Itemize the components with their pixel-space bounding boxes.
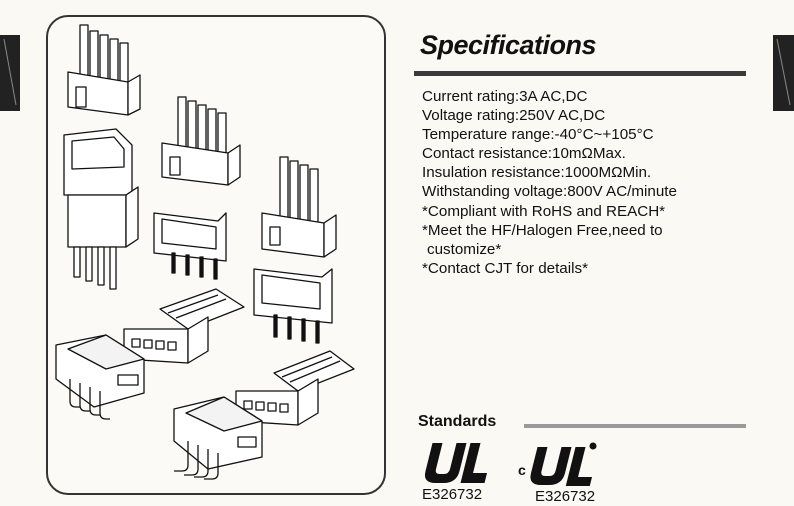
spec-item: *Meet the HF/Halogen Free,need to xyxy=(422,221,663,239)
cul-file-number: E326732 xyxy=(535,488,596,505)
horizontal-housing-icon xyxy=(123,288,245,364)
title-divider xyxy=(414,71,746,76)
spec-item: customize* xyxy=(427,240,502,258)
standards-divider xyxy=(524,424,746,428)
crimp-housing-icon xyxy=(63,128,139,290)
page-edge-tab-left xyxy=(0,35,20,111)
right-angle-header-icon xyxy=(55,334,145,420)
spec-item: Contact resistance:10mΩMax. xyxy=(422,145,626,163)
spec-item: *Compliant with RoHS and REACH* xyxy=(422,202,666,220)
ul-file-number: E326732 xyxy=(422,486,483,503)
spec-item: Temperature range:-40°C~+105°C xyxy=(422,126,654,144)
pin-header-icon xyxy=(253,268,333,344)
spec-item: *Contact CJT for details* xyxy=(422,259,589,277)
connector-illustration-panel xyxy=(46,15,386,495)
housing-with-wires-icon xyxy=(161,96,241,186)
cul-prefix: c xyxy=(518,462,526,478)
horizontal-housing-icon xyxy=(235,350,355,426)
spec-item: Current rating:3A AC,DC xyxy=(422,88,588,105)
spec-item: Withstanding voltage:800V AC/minute xyxy=(422,183,677,201)
spec-item: Voltage rating:250V AC,DC xyxy=(422,107,606,125)
standards-title: Standards xyxy=(418,413,497,430)
specifications-list: Current rating:3A AC,DC Voltage rating:2… xyxy=(422,87,762,278)
right-angle-header-icon xyxy=(173,396,263,480)
page-edge-tab-right xyxy=(773,35,794,111)
ul-recognized-icon xyxy=(425,443,488,483)
cul-recognized-icon xyxy=(530,442,597,486)
wire-to-board-connectors-illustration-icon xyxy=(55,24,355,480)
specifications-title: Specifications xyxy=(420,30,597,60)
housing-with-wires-icon xyxy=(67,24,141,116)
pin-header-icon xyxy=(153,212,227,280)
housing-with-wires-icon xyxy=(261,156,337,258)
spec-item: Insulation resistance:1000MΩMin. xyxy=(422,164,652,182)
